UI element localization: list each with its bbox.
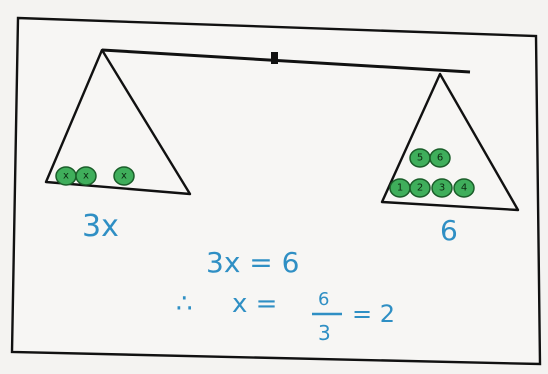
equation-line-1: 3x = 6 [206, 246, 299, 279]
left-pan-label: 3x [82, 209, 119, 244]
therefore-symbol: ∴ [176, 289, 193, 319]
equation-line-2-lhs: x = [232, 289, 277, 319]
pebble: 1 [389, 178, 411, 198]
pebble: 3 [431, 178, 453, 198]
pebble: 5 [409, 148, 431, 168]
pebble-label: x [63, 171, 69, 182]
fraction-numerator: 6 [318, 289, 329, 310]
pebble: x [75, 166, 97, 186]
pebble-label: 5 [417, 153, 423, 164]
pebble-label: x [83, 171, 89, 182]
pebble-label: 6 [437, 153, 443, 164]
pebble: 2 [409, 178, 431, 198]
equation-line-2-rhs: = 2 [352, 300, 395, 328]
pebble-label: 2 [417, 183, 423, 194]
pebble: x [55, 166, 77, 186]
pebble: 6 [429, 148, 451, 168]
left-pan [44, 48, 192, 196]
fraction-denominator: 3 [318, 321, 331, 345]
pebble: 4 [453, 178, 475, 198]
pebble: x [113, 166, 135, 186]
pebble-label: 3 [439, 183, 445, 194]
right-pan [380, 72, 520, 212]
right-pebbles: 5 6 1 2 3 4 [389, 148, 475, 198]
left-pebbles: x x x [55, 166, 135, 186]
beam-pivot [271, 52, 278, 64]
pebble-label: 1 [397, 183, 403, 194]
pebble-label: x [121, 171, 127, 182]
balance-beam [101, 48, 471, 74]
outer-frame [10, 16, 542, 366]
right-pan-label: 6 [440, 214, 458, 247]
pebble-label: 4 [461, 183, 467, 194]
